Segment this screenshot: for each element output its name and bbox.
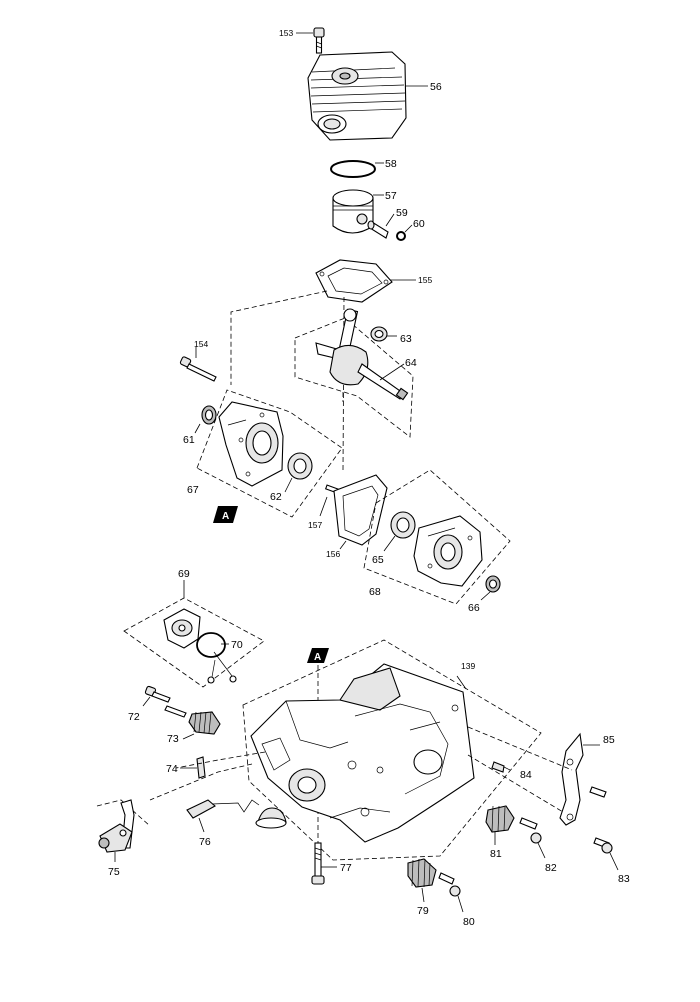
- bolt-77: [311, 842, 325, 885]
- label-56: 56: [430, 81, 442, 93]
- label-76: 76: [199, 836, 211, 848]
- spring-79: [407, 858, 437, 888]
- crankcase-right-68: [413, 515, 483, 587]
- label-74: 74: [166, 763, 178, 775]
- screw-82: [519, 817, 542, 844]
- label-157: 157: [308, 520, 322, 530]
- oil-seal-61: [201, 405, 217, 425]
- label-80: 80: [463, 916, 475, 928]
- chain-catcher-85: [559, 732, 584, 826]
- spring-73: [164, 705, 221, 735]
- crankcase-housing-139: [250, 663, 475, 843]
- label-61: 61: [183, 434, 195, 446]
- throttle-rod-76: [186, 799, 260, 819]
- screw-154: [179, 356, 217, 382]
- label-77: 77: [340, 862, 352, 874]
- label-63: 63: [400, 333, 412, 345]
- crankcase-gasket-156: [333, 474, 388, 546]
- ball-bearing-62: [287, 452, 313, 480]
- label-64: 64: [405, 357, 417, 369]
- label-81: 81: [490, 848, 502, 860]
- filter-cap: [255, 807, 287, 829]
- gasket-155: [315, 259, 393, 303]
- marker-a-lower-label: A: [314, 652, 321, 663]
- label-66: 66: [468, 602, 480, 614]
- label-68: 68: [369, 586, 381, 598]
- label-73: 73: [167, 733, 179, 745]
- screw-72: [144, 685, 171, 703]
- label-84: 84: [520, 769, 532, 781]
- label-153: 153: [279, 28, 293, 38]
- label-83: 83: [618, 873, 630, 885]
- marker-a-upper-label: A: [222, 511, 229, 522]
- label-154: 154: [194, 339, 208, 349]
- label-60: 60: [413, 218, 425, 230]
- label-69: 69: [178, 568, 190, 580]
- o-ring-70: [196, 632, 237, 684]
- cylinder-56: [307, 51, 407, 141]
- label-57: 57: [385, 190, 397, 202]
- screw-153: [313, 27, 325, 54]
- screw-84: [491, 761, 511, 773]
- piston-57: [332, 189, 374, 234]
- part-74: [196, 756, 206, 779]
- label-82: 82: [545, 862, 557, 874]
- label-156: 156: [326, 549, 340, 559]
- label-79: 79: [417, 905, 429, 917]
- crankcase-left-67: [218, 401, 284, 487]
- spring-81: [485, 805, 515, 833]
- piston-pin-59: [367, 220, 389, 239]
- label-75: 75: [108, 866, 120, 878]
- label-67: 67: [187, 484, 199, 496]
- label-65: 65: [372, 554, 384, 566]
- needle-bearing-63: [370, 326, 388, 342]
- ball-bearing-65: [390, 511, 416, 539]
- lever-75: [98, 799, 135, 853]
- label-59: 59: [396, 207, 408, 219]
- label-155: 155: [418, 275, 432, 285]
- oil-pump-69: [163, 608, 201, 649]
- circlip-60: [396, 231, 406, 241]
- label-62: 62: [270, 491, 282, 503]
- screw-80: [438, 872, 461, 897]
- label-70: 70: [231, 639, 243, 651]
- label-72: 72: [128, 711, 140, 723]
- label-139: 139: [461, 661, 475, 671]
- label-58: 58: [385, 158, 397, 170]
- screw-83: [589, 786, 613, 854]
- label-85: 85: [603, 734, 615, 746]
- crankshaft-64: [315, 308, 409, 401]
- piston-ring-58: [330, 160, 376, 178]
- oil-seal-66: [485, 575, 501, 593]
- reference-marker-a-upper: A: [213, 506, 238, 523]
- reference-marker-a-lower: A: [307, 648, 329, 663]
